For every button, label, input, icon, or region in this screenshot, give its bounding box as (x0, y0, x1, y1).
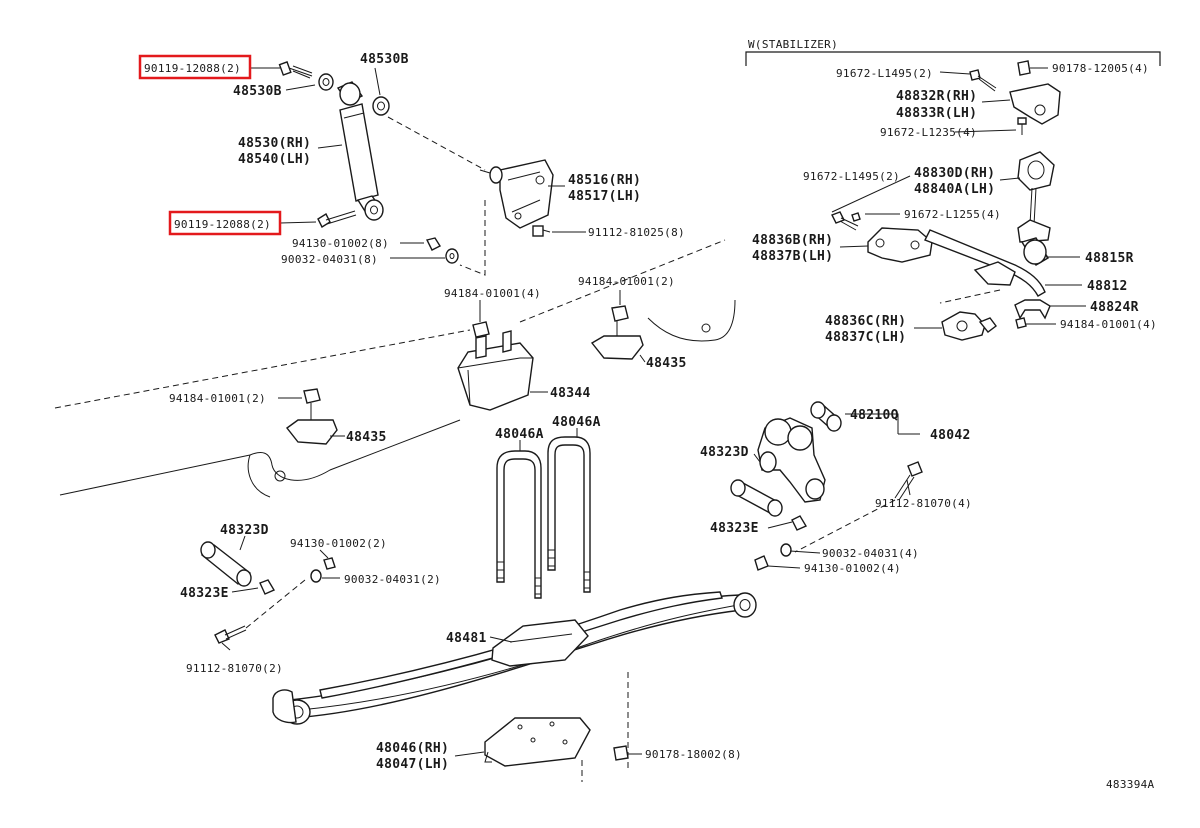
label-91112-81070-4: 91112-81070(4) (875, 497, 972, 510)
label-94184-4: 94184-01001(4) (444, 287, 541, 300)
label-94184-2-left: 94184-01001(2) (169, 392, 266, 405)
label-48435-left: 48435 (346, 430, 387, 445)
label-48837c: 48837C(LH) (825, 330, 906, 345)
label-48323d-right: 48323D (700, 445, 749, 460)
label-90032-8: 90032-04031(8) (281, 253, 378, 266)
label-48833r: 48833R(LH) (896, 106, 977, 121)
label-48323e-right: 48323E (710, 521, 759, 536)
label-90032-4: 90032-04031(4) (822, 547, 919, 560)
label-shock-rh: 48530(RH) (238, 136, 311, 151)
label-bolt-top: 90119-12088(2) (144, 62, 241, 75)
left-shackle-parts (200, 541, 336, 644)
leader-lines (221, 67, 1086, 757)
label-48210q: 48210Q (850, 408, 899, 423)
label-48815r: 48815R (1085, 251, 1134, 266)
label-94184-4-stab: 94184-01001(4) (1060, 318, 1157, 331)
frame-rail-lines (54, 116, 736, 498)
label-48530b-b: 48530B (233, 84, 282, 99)
label-94184-2-top: 94184-01001(2) (578, 275, 675, 288)
label-48481: 48481 (446, 631, 487, 646)
right-shackle (730, 401, 923, 571)
label-shock-lh: 48540(LH) (238, 152, 311, 167)
label-bolt-mid: 90119-12088(2) (174, 218, 271, 231)
label-bracket-rh: 48516(RH) (568, 173, 641, 188)
label-48812: 48812 (1087, 279, 1128, 294)
label-seat-rh: 48046(RH) (376, 741, 449, 756)
label-48042: 48042 (930, 428, 971, 443)
leaf-spring (272, 591, 757, 782)
label-91672-l1495-a: 91672-L1495(2) (836, 67, 933, 80)
diagram-code: 483394A (1106, 778, 1155, 791)
label-stabilizer-header: W(STABILIZER) (748, 38, 838, 51)
label-48837b: 48837B(LH) (752, 249, 833, 264)
label-90032-2: 90032-04031(2) (344, 573, 441, 586)
label-48836c: 48836C(RH) (825, 314, 906, 329)
label-91672-l1235: 91672-L1235(4) (880, 126, 977, 139)
highlight-box-bolt-top (138, 54, 252, 80)
label-bracket-lh: 48517(LH) (568, 189, 641, 204)
label-48046a-b: 48046A (552, 415, 601, 430)
label-48832r: 48832R(RH) (896, 89, 977, 104)
label-94130-4: 94130-01002(4) (804, 562, 901, 575)
label-48830d: 48830D(RH) (914, 166, 995, 181)
label-48435-right: 48435 (646, 356, 687, 371)
label-94130-8: 94130-01002(8) (292, 237, 389, 250)
label-48530b-a: 48530B (360, 52, 409, 67)
label-48323d-left: 48323D (220, 523, 269, 538)
u-bolts (496, 436, 591, 599)
label-48824r: 48824R (1090, 300, 1139, 315)
label-48836b: 48836B(RH) (752, 233, 833, 248)
label-90178-12005: 90178-12005(4) (1052, 62, 1149, 75)
label-91112-81025: 91112-81025(8) (588, 226, 685, 239)
highlight-box-bolt-mid (168, 210, 282, 236)
label-91672-l1495-b: 91672-L1495(2) (803, 170, 900, 183)
shock-absorber (278, 61, 390, 229)
label-94130-2: 94130-01002(2) (290, 537, 387, 550)
label-48840a: 48840A(LH) (914, 182, 995, 197)
stabilizer-section (745, 51, 1161, 341)
shock-bracket (425, 159, 554, 264)
label-91672-l1255: 91672-L1255(4) (904, 208, 1001, 221)
label-90178-18002: 90178-18002(8) (645, 748, 742, 761)
bump-stopper (286, 305, 644, 445)
label-48323e-left: 48323E (180, 586, 229, 601)
label-48344: 48344 (550, 386, 591, 401)
part-labels: 90119-12088(2) 48530B 48530B 48530(RH) 4… (144, 38, 1157, 791)
label-91112-81070-2: 91112-81070(2) (186, 662, 283, 675)
label-48046a-a: 48046A (495, 427, 544, 442)
label-seat-lh: 48047(LH) (376, 757, 449, 772)
